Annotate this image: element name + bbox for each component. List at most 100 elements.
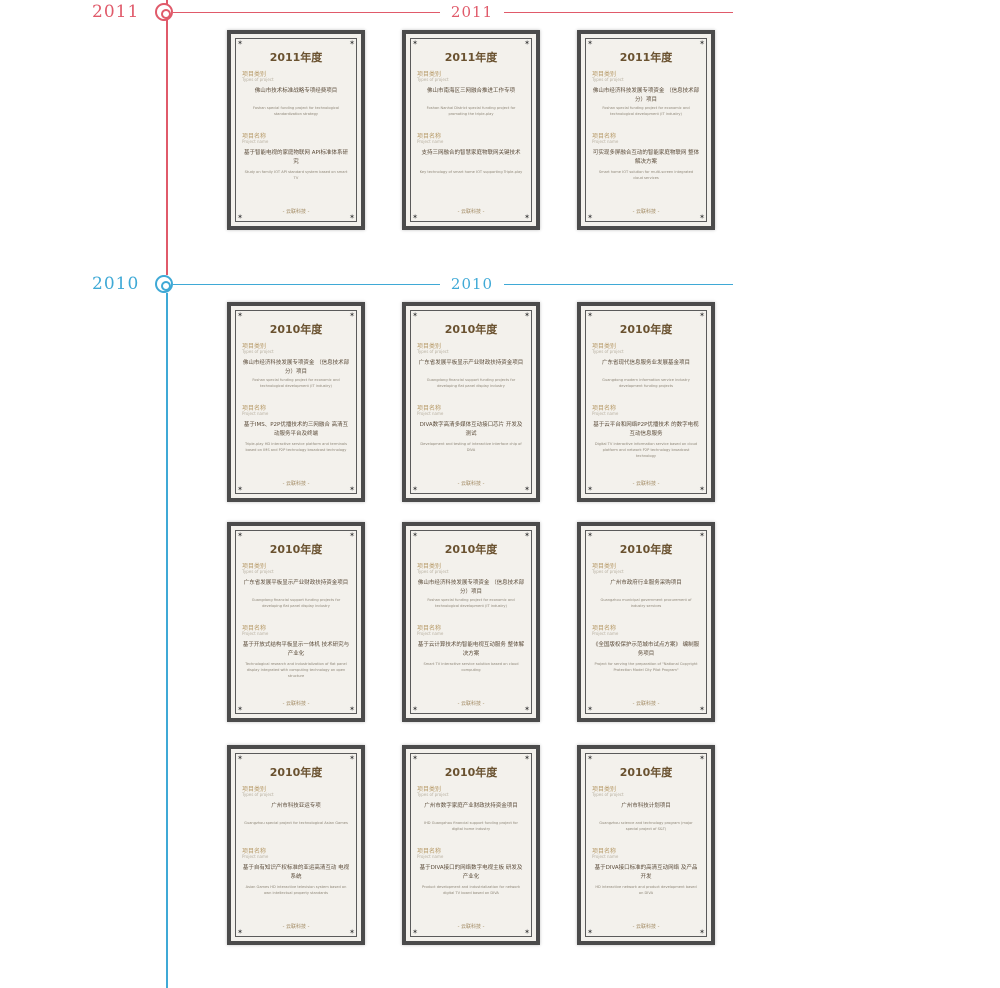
certificate-card-9[interactable]: ✶ ✶ ✶ ✶ 2010年度 项目类别 Types of project 广州市… — [577, 522, 715, 722]
certificate-card-12[interactable]: ✶ ✶ ✶ ✶ 2010年度 项目类别 Types of project 广州市… — [577, 745, 715, 945]
project-type-english: Guangzhou science and technology program… — [599, 821, 693, 831]
certificate-footer: - 云联科技 - — [282, 209, 310, 215]
certificate-inner-frame: ✶ ✶ ✶ ✶ 2010年度 项目类别 Types of project 佛山市… — [410, 530, 532, 714]
star-icon: ✶ — [699, 311, 705, 319]
project-name-english: Technological research and industrializa… — [245, 662, 347, 678]
certificate-card-8[interactable]: ✶ ✶ ✶ ✶ 2010年度 项目类别 Types of project 佛山市… — [402, 522, 540, 722]
project-type-label: 项目类别 — [242, 786, 267, 793]
project-name-text: 基于云平台和网络P2P优播技术 的数字电视互动信息服务 — [593, 422, 699, 437]
certificate-card-5[interactable]: ✶ ✶ ✶ ✶ 2010年度 项目类别 Types of project 广东省… — [402, 302, 540, 502]
star-icon: ✶ — [587, 928, 593, 936]
project-name-text: 基于智能电视的家庭物联网 API标准体系研究 — [244, 150, 348, 165]
certificate-frame: ✶ ✶ ✶ ✶ 2011年度 项目类别 Types of project 佛山市… — [406, 34, 536, 226]
certificate-inner-frame: ✶ ✶ ✶ ✶ 2010年度 项目类别 Types of project 佛山市… — [235, 310, 357, 494]
project-type-label: 项目类别 — [242, 71, 267, 78]
project-name-english: Smart TV interactive service solution ba… — [423, 662, 519, 672]
project-type-text: 广州市科技亚运专项 — [271, 803, 321, 809]
certificate-inner-frame: ✶ ✶ ✶ ✶ 2010年度 项目类别 Types of project 广州市… — [410, 753, 532, 937]
certificate-card-11[interactable]: ✶ ✶ ✶ ✶ 2010年度 项目类别 Types of project 广州市… — [402, 745, 540, 945]
project-type-text: 广东省现代信息服务业发展基金项目 — [601, 360, 690, 366]
certificate-title: 2010年度 — [619, 766, 673, 779]
certificate-title: 2010年度 — [269, 323, 323, 336]
certificate-frame: ✶ ✶ ✶ ✶ 2011年度 项目类别 Types of project 佛山市… — [581, 34, 711, 226]
project-name-english: Development and testing of interactive i… — [420, 442, 522, 452]
project-type-english: Foshan special funding project for techn… — [252, 106, 340, 116]
year-label-2010: 2010 — [92, 274, 140, 294]
certificate-inner-frame: ✶ ✶ ✶ ✶ 2011年度 项目类别 Types of project 佛山市… — [235, 38, 357, 222]
project-name-sublabel: Project name — [592, 854, 619, 859]
project-type-english: Guangdong modern information service ind… — [602, 378, 690, 388]
certificate-card-10[interactable]: ✶ ✶ ✶ ✶ 2010年度 项目类别 Types of project 广州市… — [227, 745, 365, 945]
project-type-english: IHD Guangzhou financial support funding … — [424, 821, 518, 831]
year-marker-2010 — [155, 275, 173, 293]
project-type-english: Foshan Nanhai District special funding p… — [426, 106, 516, 116]
certificate-card-3[interactable]: ✶ ✶ ✶ ✶ 2011年度 项目类别 Types of project 佛山市… — [577, 30, 715, 230]
project-name-label: 项目名称 — [417, 848, 442, 855]
project-type-label: 项目类别 — [417, 71, 442, 78]
project-name-text: 基于云计算技术的智能电视互动服务 整体解决方案 — [417, 642, 525, 657]
star-icon: ✶ — [237, 531, 243, 539]
year-label-2011: 2011 — [92, 2, 140, 22]
project-type-label: 项目类别 — [417, 786, 442, 793]
certificate-frame: ✶ ✶ ✶ ✶ 2010年度 项目类别 Types of project 广东省… — [231, 526, 361, 718]
project-name-english: Key technology of smart home IOT support… — [419, 170, 523, 174]
certificate-inner-frame: ✶ ✶ ✶ ✶ 2011年度 项目类别 Types of project 佛山市… — [585, 38, 707, 222]
project-name-sublabel: Project name — [417, 854, 444, 859]
certificate-title: 2010年度 — [444, 543, 498, 556]
project-name-label: 项目名称 — [592, 133, 617, 140]
project-type-label: 项目类别 — [242, 343, 267, 350]
project-name-text: 基于开放式结构平板显示一体机 技术研究与产业化 — [242, 642, 350, 657]
star-icon: ✶ — [699, 531, 705, 539]
project-name-sublabel: Project name — [417, 139, 444, 144]
project-type-sublabel: Types of project — [417, 77, 449, 82]
project-name-sublabel: Project name — [592, 411, 619, 416]
star-icon: ✶ — [349, 485, 355, 493]
star-icon: ✶ — [524, 531, 530, 539]
certificate-card-1[interactable]: ✶ ✶ ✶ ✶ 2011年度 项目类别 Types of project 佛山市… — [227, 30, 365, 230]
certificate-title: 2010年度 — [269, 543, 323, 556]
star-icon: ✶ — [524, 39, 530, 47]
project-type-label: 项目类别 — [592, 343, 617, 350]
project-name-label: 项目名称 — [592, 625, 617, 632]
certificate-frame: ✶ ✶ ✶ ✶ 2010年度 项目类别 Types of project 广州市… — [231, 749, 361, 941]
certificate-inner-frame: ✶ ✶ ✶ ✶ 2010年度 项目类别 Types of project 广州市… — [585, 753, 707, 937]
project-type-english: Guangzhou special project for technologi… — [244, 821, 348, 825]
star-icon: ✶ — [412, 311, 418, 319]
star-icon: ✶ — [524, 213, 530, 221]
project-type-label: 项目类别 — [417, 343, 442, 350]
project-type-text: 广州市数字家庭产业财政扶持资金项目 — [424, 803, 518, 809]
project-type-english: Foshan special funding project for econo… — [602, 106, 690, 116]
certificate-card-2[interactable]: ✶ ✶ ✶ ✶ 2011年度 项目类别 Types of project 佛山市… — [402, 30, 540, 230]
star-icon: ✶ — [237, 754, 243, 762]
star-icon: ✶ — [237, 485, 243, 493]
certificate-title: 2011年度 — [619, 51, 673, 64]
certificate-footer: - 云联科技 - — [632, 481, 660, 487]
certificate-card-4[interactable]: ✶ ✶ ✶ ✶ 2010年度 项目类别 Types of project 佛山市… — [227, 302, 365, 502]
project-type-english: Guangdong financial support funding proj… — [251, 598, 341, 608]
certificate-footer: - 云联科技 - — [457, 209, 485, 215]
star-icon: ✶ — [587, 485, 593, 493]
certificate-footer: - 云联科技 - — [632, 701, 660, 707]
certificate-frame: ✶ ✶ ✶ ✶ 2010年度 项目类别 Types of project 佛山市… — [406, 526, 536, 718]
project-type-text: 佛山市南海区三网融合推进工作专项 — [426, 88, 515, 94]
project-name-text: 基于IMS、P2P优播技术的三网融合 高清互动服务平台及终端 — [243, 422, 349, 437]
star-icon: ✶ — [524, 928, 530, 936]
star-icon: ✶ — [587, 705, 593, 713]
certificate-footer: - 云联科技 - — [457, 924, 485, 930]
star-icon: ✶ — [699, 213, 705, 221]
project-name-text: 基于DIVA接口的网络数字电视主板 研发及产业化 — [419, 865, 523, 880]
project-type-sublabel: Types of project — [417, 349, 449, 354]
star-icon: ✶ — [524, 311, 530, 319]
certificate-card-7[interactable]: ✶ ✶ ✶ ✶ 2010年度 项目类别 Types of project 广东省… — [227, 522, 365, 722]
star-icon: ✶ — [587, 311, 593, 319]
star-icon: ✶ — [587, 754, 593, 762]
project-name-sublabel: Project name — [417, 411, 444, 416]
project-type-sublabel: Types of project — [417, 569, 449, 574]
certificate-title: 2011年度 — [269, 51, 323, 64]
year-center-label-2010: 2010 — [440, 275, 504, 293]
certificate-card-6[interactable]: ✶ ✶ ✶ ✶ 2010年度 项目类别 Types of project 广东省… — [577, 302, 715, 502]
project-type-english: Guangzhou municipal government procureme… — [600, 598, 692, 608]
project-type-text: 广州市政府行业服务采购项目 — [610, 580, 682, 586]
certificate-footer: - 云联科技 - — [632, 924, 660, 930]
star-icon: ✶ — [349, 928, 355, 936]
